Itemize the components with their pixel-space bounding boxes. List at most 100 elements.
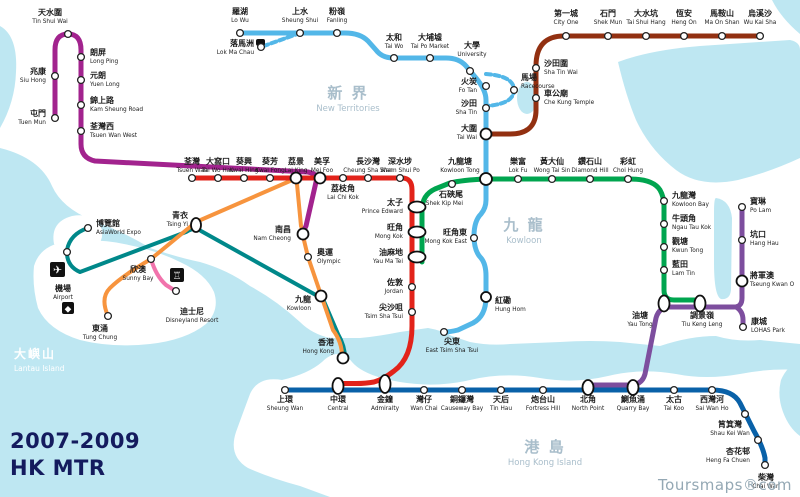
station-marker [146,254,156,264]
water-area-shing-mun [517,82,537,114]
station-name-en: Tseung Kwan O [749,282,795,288]
station-name-en: Jordan [384,289,404,295]
station-name-zh: 粉嶺 [329,6,346,16]
station-marker [62,247,72,257]
station-name-en: North Point [572,406,605,412]
station-name-en: East Tsim Sha Tsui [426,348,479,354]
station-label: 迪士尼 Disneyland Resort [166,306,219,324]
station-marker [395,173,405,183]
line-east-rail [237,30,489,335]
station-name-en: Lai Chi Kok [327,195,359,201]
station-name-zh: 尖沙咀 [379,302,403,312]
station-marker [669,385,679,395]
station-name-en: Hang Hau [750,241,779,247]
station-name-en: Kowloon Tong [440,168,480,174]
station-name-en: Tin Hau [489,406,512,412]
station-name-en: Disneyland Resort [166,318,219,324]
station-name-en: Olympic [317,259,341,265]
station-marker [213,173,223,183]
station-marker-interchange [289,171,303,185]
station-name-en: Shek Kip Mei [426,201,464,207]
station-name-zh: 將軍澳 [750,270,775,280]
station-name-zh: 大圍 [461,123,477,133]
station-name-en: Po Lam [750,208,771,214]
station-name-en: Mei Foo [311,168,334,174]
station-marker [738,322,748,332]
station-marker [76,126,86,136]
station-marker [585,174,595,184]
station-marker [256,42,266,52]
station-name-zh: 荃灣西 [90,121,114,131]
station-marker-interchange [735,274,749,288]
station-marker [679,31,689,41]
station-name-zh: 葵興 [235,156,252,166]
region-name-en: Hong Kong Island [508,458,582,468]
station-marker [538,385,548,395]
station-marker [509,85,519,95]
station-name-en: Tiu Keng Leng [681,322,723,328]
station-marker-interchange [407,225,427,239]
station-name-en: Long Ping [90,59,119,65]
station-name-zh: 荃灣 [184,156,200,166]
station-marker-interchange [190,217,202,233]
station-marker-interchange [407,200,427,214]
station-name-en: Nam Cheong [253,236,291,242]
station-name-zh: 天水圍 [38,7,62,17]
station-name-en: Tsuen Wan West [89,133,138,139]
station-name-zh: 博覽館 [96,218,120,228]
station-name-en: Tsuen Wan [176,168,208,174]
cable-car-icon: ◆ [62,302,74,314]
station-name-zh: 羅湖 [232,6,248,16]
station-marker-interchange [296,227,310,241]
station-name-en: Wu Kai Sha [744,20,777,26]
station-name-zh: 第一城 [554,8,578,18]
station-name-en: Kowloon Bay [672,202,710,208]
station-name-en: Central [327,406,348,412]
station-marker-interchange [314,289,328,303]
station-name-zh: 迪士尼 [180,306,204,316]
station-name-en: City One [553,20,578,26]
station-name-zh: 太和 [385,32,402,42]
station-label: 第一城 City One [553,8,578,26]
station-name-zh: 佐敦 [386,277,404,287]
station-marker-interchange [331,377,345,395]
station-name-zh: 青衣 [172,210,188,220]
station-name-zh: 金鐘 [376,394,393,404]
station-name-zh: 南昌 [275,224,291,234]
station-marker [465,66,475,76]
station-marker [547,174,557,184]
station-name-en: Airport [53,295,74,301]
station-name-zh: 沙田圍 [544,59,568,68]
